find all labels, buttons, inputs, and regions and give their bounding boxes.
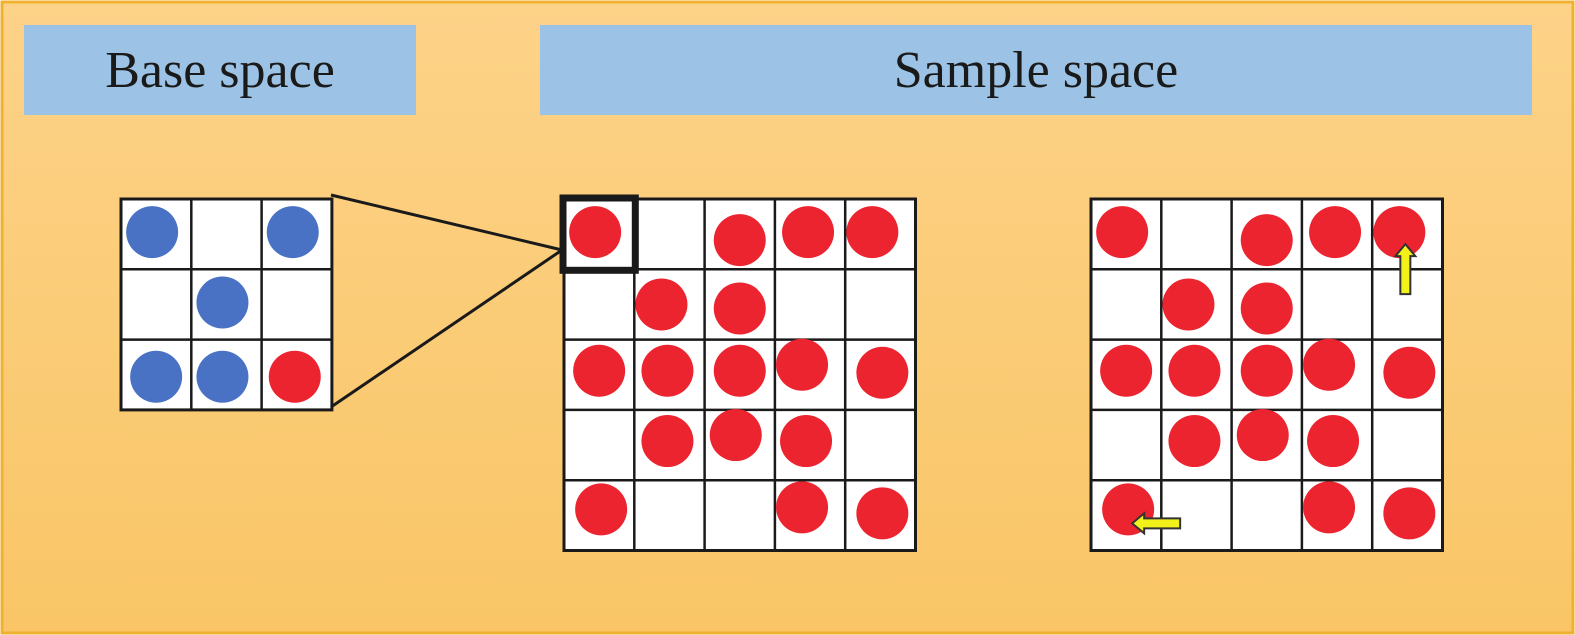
red-dot — [1383, 487, 1436, 540]
red-dot — [635, 278, 688, 331]
red-dot — [1100, 344, 1153, 397]
red-dot — [713, 214, 766, 267]
red-dot — [713, 282, 766, 335]
arrow-up-icon — [1393, 242, 1418, 296]
red-dot — [1307, 415, 1360, 468]
red-dot — [1303, 338, 1356, 391]
sample-space-title: Sample space — [893, 41, 1179, 99]
red-dot — [575, 483, 628, 536]
red-dot — [569, 206, 622, 259]
base-space-title: Base space — [105, 41, 335, 99]
red-dot — [1240, 282, 1293, 335]
arrows-layer — [1130, 242, 1418, 536]
arrow-left-icon — [1130, 511, 1182, 536]
zoom-line-bottom — [330, 248, 563, 409]
sample-space-grid-right — [1089, 197, 1444, 552]
sample-space-title-box: Sample space — [540, 25, 1532, 115]
blue-dot — [196, 276, 249, 329]
red-dot — [573, 344, 626, 397]
red-dot — [641, 344, 694, 397]
blue-dot — [196, 350, 249, 403]
highlighted-cell-frame — [559, 194, 639, 274]
red-dot — [1236, 409, 1289, 462]
red-dot — [1096, 206, 1149, 259]
red-dot — [782, 206, 835, 259]
red-dot — [1373, 206, 1426, 259]
red-dot — [846, 206, 899, 259]
sample-space-grid-left — [559, 194, 917, 552]
red-dot — [1240, 344, 1293, 397]
red-dot — [1240, 214, 1293, 267]
blue-dot — [130, 350, 183, 403]
red-dot — [776, 481, 829, 534]
blue-dot — [126, 206, 179, 259]
red-dot — [1309, 206, 1362, 259]
red-dot — [856, 487, 909, 540]
red-dot — [641, 415, 694, 468]
red-dot — [856, 346, 909, 399]
red-dot — [709, 409, 762, 462]
red-dot — [713, 344, 766, 397]
red-dot — [780, 415, 833, 468]
red-dot — [1383, 346, 1436, 399]
base-space-grid — [119, 197, 334, 412]
red-dot — [776, 338, 829, 391]
blue-dot — [266, 206, 319, 259]
red-dot — [1168, 415, 1221, 468]
zoom-line-top — [330, 193, 563, 252]
red-dot — [1303, 481, 1356, 534]
red-dot — [1162, 278, 1215, 331]
base-space-title-box: Base space — [24, 25, 416, 115]
red-dot — [1168, 344, 1221, 397]
red-dot — [268, 350, 321, 403]
